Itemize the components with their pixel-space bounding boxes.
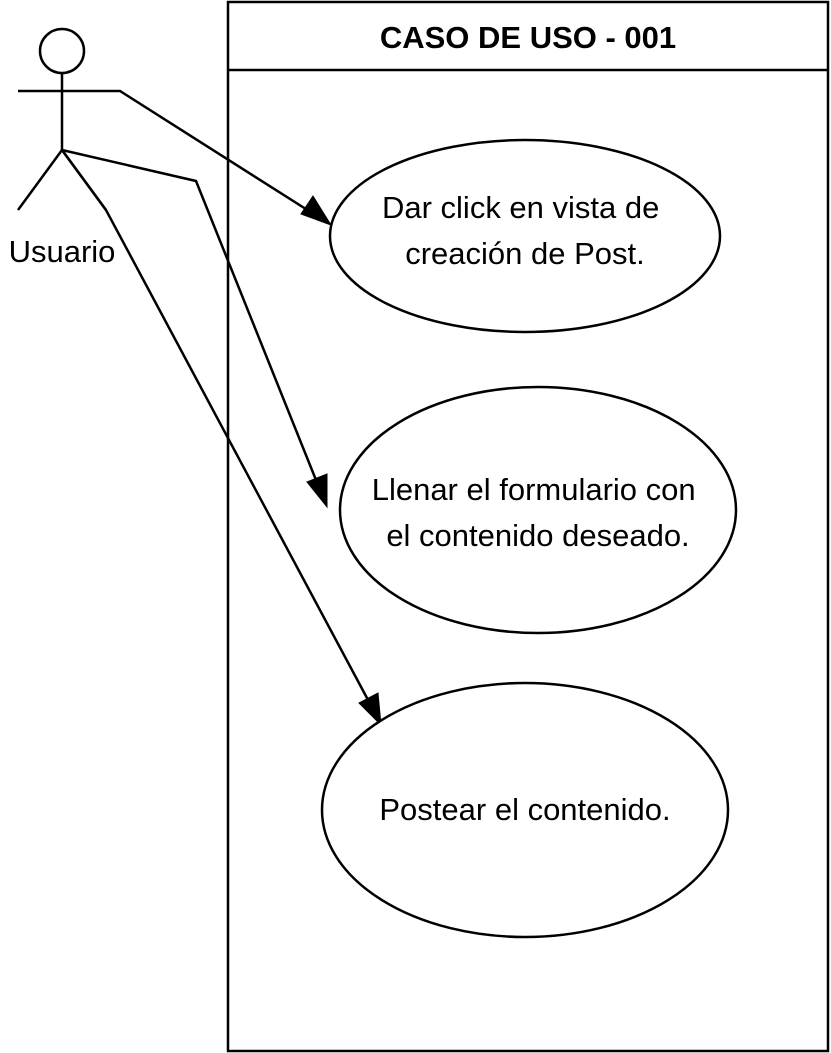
- actor-head: [38, 27, 86, 75]
- arrowhead-1: [300, 195, 333, 226]
- use-case-3-label: Postear el contenido.: [379, 792, 670, 827]
- system-title: CASO DE USO - 001: [380, 20, 676, 55]
- associations: [60, 89, 382, 727]
- use-case-1-line-1: Dar click en vista de: [382, 190, 659, 225]
- use-case-1-label: Dar click en vista de creación de Post.: [382, 190, 668, 271]
- use-case-1-line-2: creación de Post.: [405, 236, 645, 271]
- actor-usuario: Usuario: [9, 27, 116, 269]
- use-case-2-line-1: Llenar el formulario con: [372, 472, 696, 507]
- use-case-1-ellipse: [328, 138, 722, 334]
- arrowhead-2: [306, 473, 328, 509]
- use-case-3-line-1: Postear el contenido.: [379, 792, 670, 827]
- association-arrow-3: [60, 149, 382, 727]
- use-case-3: Postear el contenido.: [320, 681, 730, 939]
- association-line-1: [106, 89, 321, 220]
- actor-left-leg: [16, 149, 64, 211]
- association-line-3: [60, 149, 377, 714]
- association-arrow-1: [106, 89, 333, 226]
- use-case-3-ellipse: [320, 681, 730, 939]
- arrowhead-3: [358, 692, 382, 727]
- use-case-2: Llenar el formulario con el contenido de…: [338, 385, 738, 635]
- association-line-2: [61, 148, 324, 496]
- actor-label: Usuario: [9, 234, 116, 269]
- use-case-2-label: Llenar el formulario con el contenido de…: [372, 472, 705, 553]
- use-case-2-ellipse: [338, 385, 738, 635]
- association-arrow-2: [61, 148, 328, 509]
- stick-figure-icon: [16, 27, 108, 211]
- use-case-2-line-2: el contenido deseado.: [386, 518, 689, 553]
- use-case-1: Dar click en vista de creación de Post.: [328, 138, 722, 334]
